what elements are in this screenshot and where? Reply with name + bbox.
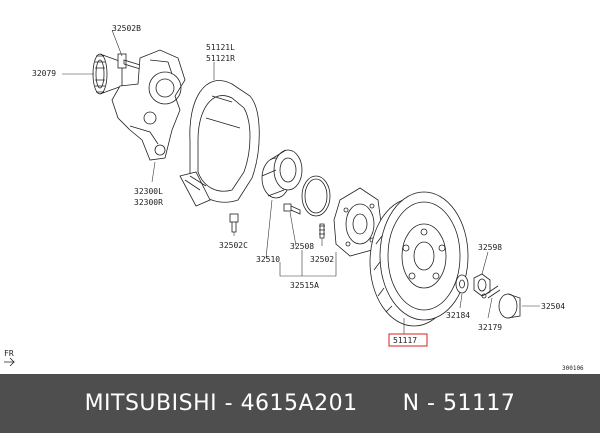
label-32515a: 32515A xyxy=(290,281,319,290)
footer-ref: N - 51117 xyxy=(402,391,516,416)
footer-brand: MITSUBISHI xyxy=(84,391,218,416)
dust-shield-part xyxy=(179,80,260,207)
brake-disc-part xyxy=(369,191,469,327)
label-32184: 32184 xyxy=(446,311,470,320)
footer-part-number: 4615A201 xyxy=(240,391,358,416)
label-51117: 51117 xyxy=(393,336,417,345)
bolt-c-part xyxy=(229,213,239,233)
label-32502b: 32502B xyxy=(112,24,141,33)
label-32502: 32502 xyxy=(310,255,334,264)
highlight-box xyxy=(388,333,428,347)
diagram-code: 300106 xyxy=(562,365,584,372)
label-32598: 32598 xyxy=(478,243,502,252)
label-32508: 32508 xyxy=(290,242,314,251)
label-32502c: 32502C xyxy=(219,241,248,250)
washer-part xyxy=(455,274,469,294)
footer-sep: - xyxy=(217,391,241,416)
knuckle-part xyxy=(111,49,186,161)
footer-gap xyxy=(358,391,403,416)
footer-bar: MITSUBISHI - 4615A201 N - 51117 xyxy=(0,374,600,433)
label-51121r: 51121R xyxy=(206,54,235,63)
cotter-pin-part xyxy=(481,285,501,299)
hub-bolt-part xyxy=(283,203,301,215)
label-51121l: 51121L xyxy=(206,43,235,52)
fr-arrow-icon xyxy=(4,357,15,367)
label-32300l: 32300L xyxy=(134,187,163,196)
label-32079: 32079 xyxy=(32,69,56,78)
label-32504: 32504 xyxy=(541,302,565,311)
hub-part xyxy=(333,187,383,257)
bearing-part xyxy=(261,149,303,199)
snap-ring-part xyxy=(301,175,331,217)
label-32300r: 32300R xyxy=(134,198,163,207)
stud-part xyxy=(319,223,325,239)
leader-lines xyxy=(62,29,540,334)
fr-mark: FR xyxy=(4,349,14,358)
hub-cap-part xyxy=(498,293,521,319)
label-32179: 32179 xyxy=(478,323,502,332)
label-32510: 32510 xyxy=(256,255,280,264)
driveshaft-part xyxy=(92,53,123,95)
